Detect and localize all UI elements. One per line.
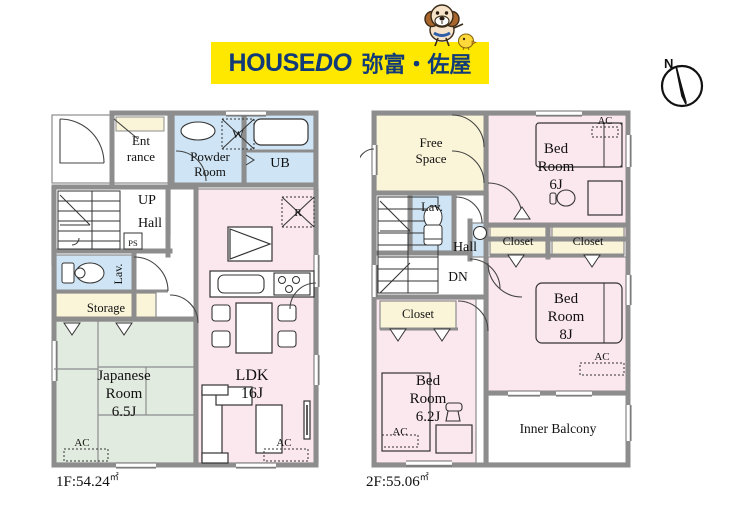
label-bedroom-8j-line2: Room — [548, 309, 585, 325]
label-free-space-line1: Free — [419, 135, 442, 150]
label-bedroom-62j-line2: Room — [410, 391, 447, 407]
label-stairs-up: UP — [138, 193, 156, 208]
brand-logo-text: HOUSEDO — [229, 49, 352, 78]
label-japanese-room-line2: Room — [106, 386, 143, 402]
label-storage: Storage — [87, 301, 126, 315]
label-hall-1f: Hall — [138, 216, 162, 231]
label-lavatory-1f: Lav. — [111, 264, 125, 285]
label-bedroom-6j-line1: Bed — [544, 141, 569, 157]
chick-mascot-icon — [457, 33, 477, 50]
label-bedroom-62j-line3: 6.2J — [416, 409, 441, 425]
compass-north-label: N — [664, 56, 674, 71]
floor-plan-1f: W R — [51, 110, 320, 469]
label-closet-left: Closet — [402, 307, 434, 321]
dog-mascot-icon — [424, 4, 464, 47]
label-ldk-line1: LDK — [236, 367, 269, 384]
label-entrance-line2: rance — [127, 149, 155, 164]
floor2-area-unit: ㎡ — [419, 472, 429, 482]
label-stairs-down: DN — [448, 269, 468, 284]
floor1-area-value: 1F:54.24 — [56, 474, 110, 490]
label-bedroom-6j-line3: 6J — [549, 177, 563, 193]
brand-main: HOUSE — [228, 48, 316, 77]
floor-plan-2f: Free Space Lav. Hall DN Closet Closet Cl… — [360, 110, 632, 468]
label-bedroom-8j-line3: 8J — [559, 327, 573, 343]
brand-italic: DO — [314, 48, 352, 77]
compass-icon — [660, 64, 704, 108]
floor2-area-caption: 2F:55.06㎡ — [366, 470, 429, 491]
label-free-space-line2: Space — [415, 151, 446, 166]
label-closet-mid: Closet — [503, 234, 534, 248]
label-japanese-room-line3: 6.5J — [112, 404, 137, 420]
floor2-area-value: 2F:55.06 — [366, 474, 420, 490]
label-bedroom-62j-line1: Bed — [416, 373, 441, 389]
floor1-area-caption: 1F:54.24㎡ — [56, 470, 119, 491]
label-washer: W — [232, 127, 244, 141]
label-ldk-line2: 16J — [241, 385, 263, 402]
label-hall-2f: Hall — [453, 240, 477, 255]
label-powder-room-line2: Room — [194, 164, 226, 179]
brand-banner: HOUSEDO 弥富・佐屋 — [211, 42, 489, 84]
floor1-area-unit: ㎡ — [109, 472, 119, 482]
label-ac-ldk: AC — [276, 437, 291, 449]
label-pipe-shaft: PS — [128, 238, 138, 248]
label-ac-bedroom-8j: AC — [594, 351, 609, 363]
label-lavatory-2f: Lav. — [421, 200, 443, 214]
label-bedroom-6j-line2: Room — [538, 159, 575, 175]
label-powder-room-line1: Powder — [190, 149, 230, 164]
label-refrigerator: R — [294, 207, 302, 219]
label-ac-bedroom-62j: AC — [392, 426, 407, 438]
label-ac-japanese-room: AC — [74, 437, 89, 449]
label-entrance-line1: Ent — [132, 133, 150, 148]
label-ac-bedroom-6j: AC — [598, 116, 613, 127]
label-inner-balcony: Inner Balcony — [520, 421, 597, 436]
label-unit-bath: UB — [270, 156, 289, 171]
label-bedroom-8j-line1: Bed — [554, 291, 579, 307]
label-japanese-room-line1: Japanese — [97, 368, 151, 384]
label-closet-right: Closet — [573, 234, 604, 248]
brand-branch-name: 弥富・佐屋 — [361, 53, 472, 78]
